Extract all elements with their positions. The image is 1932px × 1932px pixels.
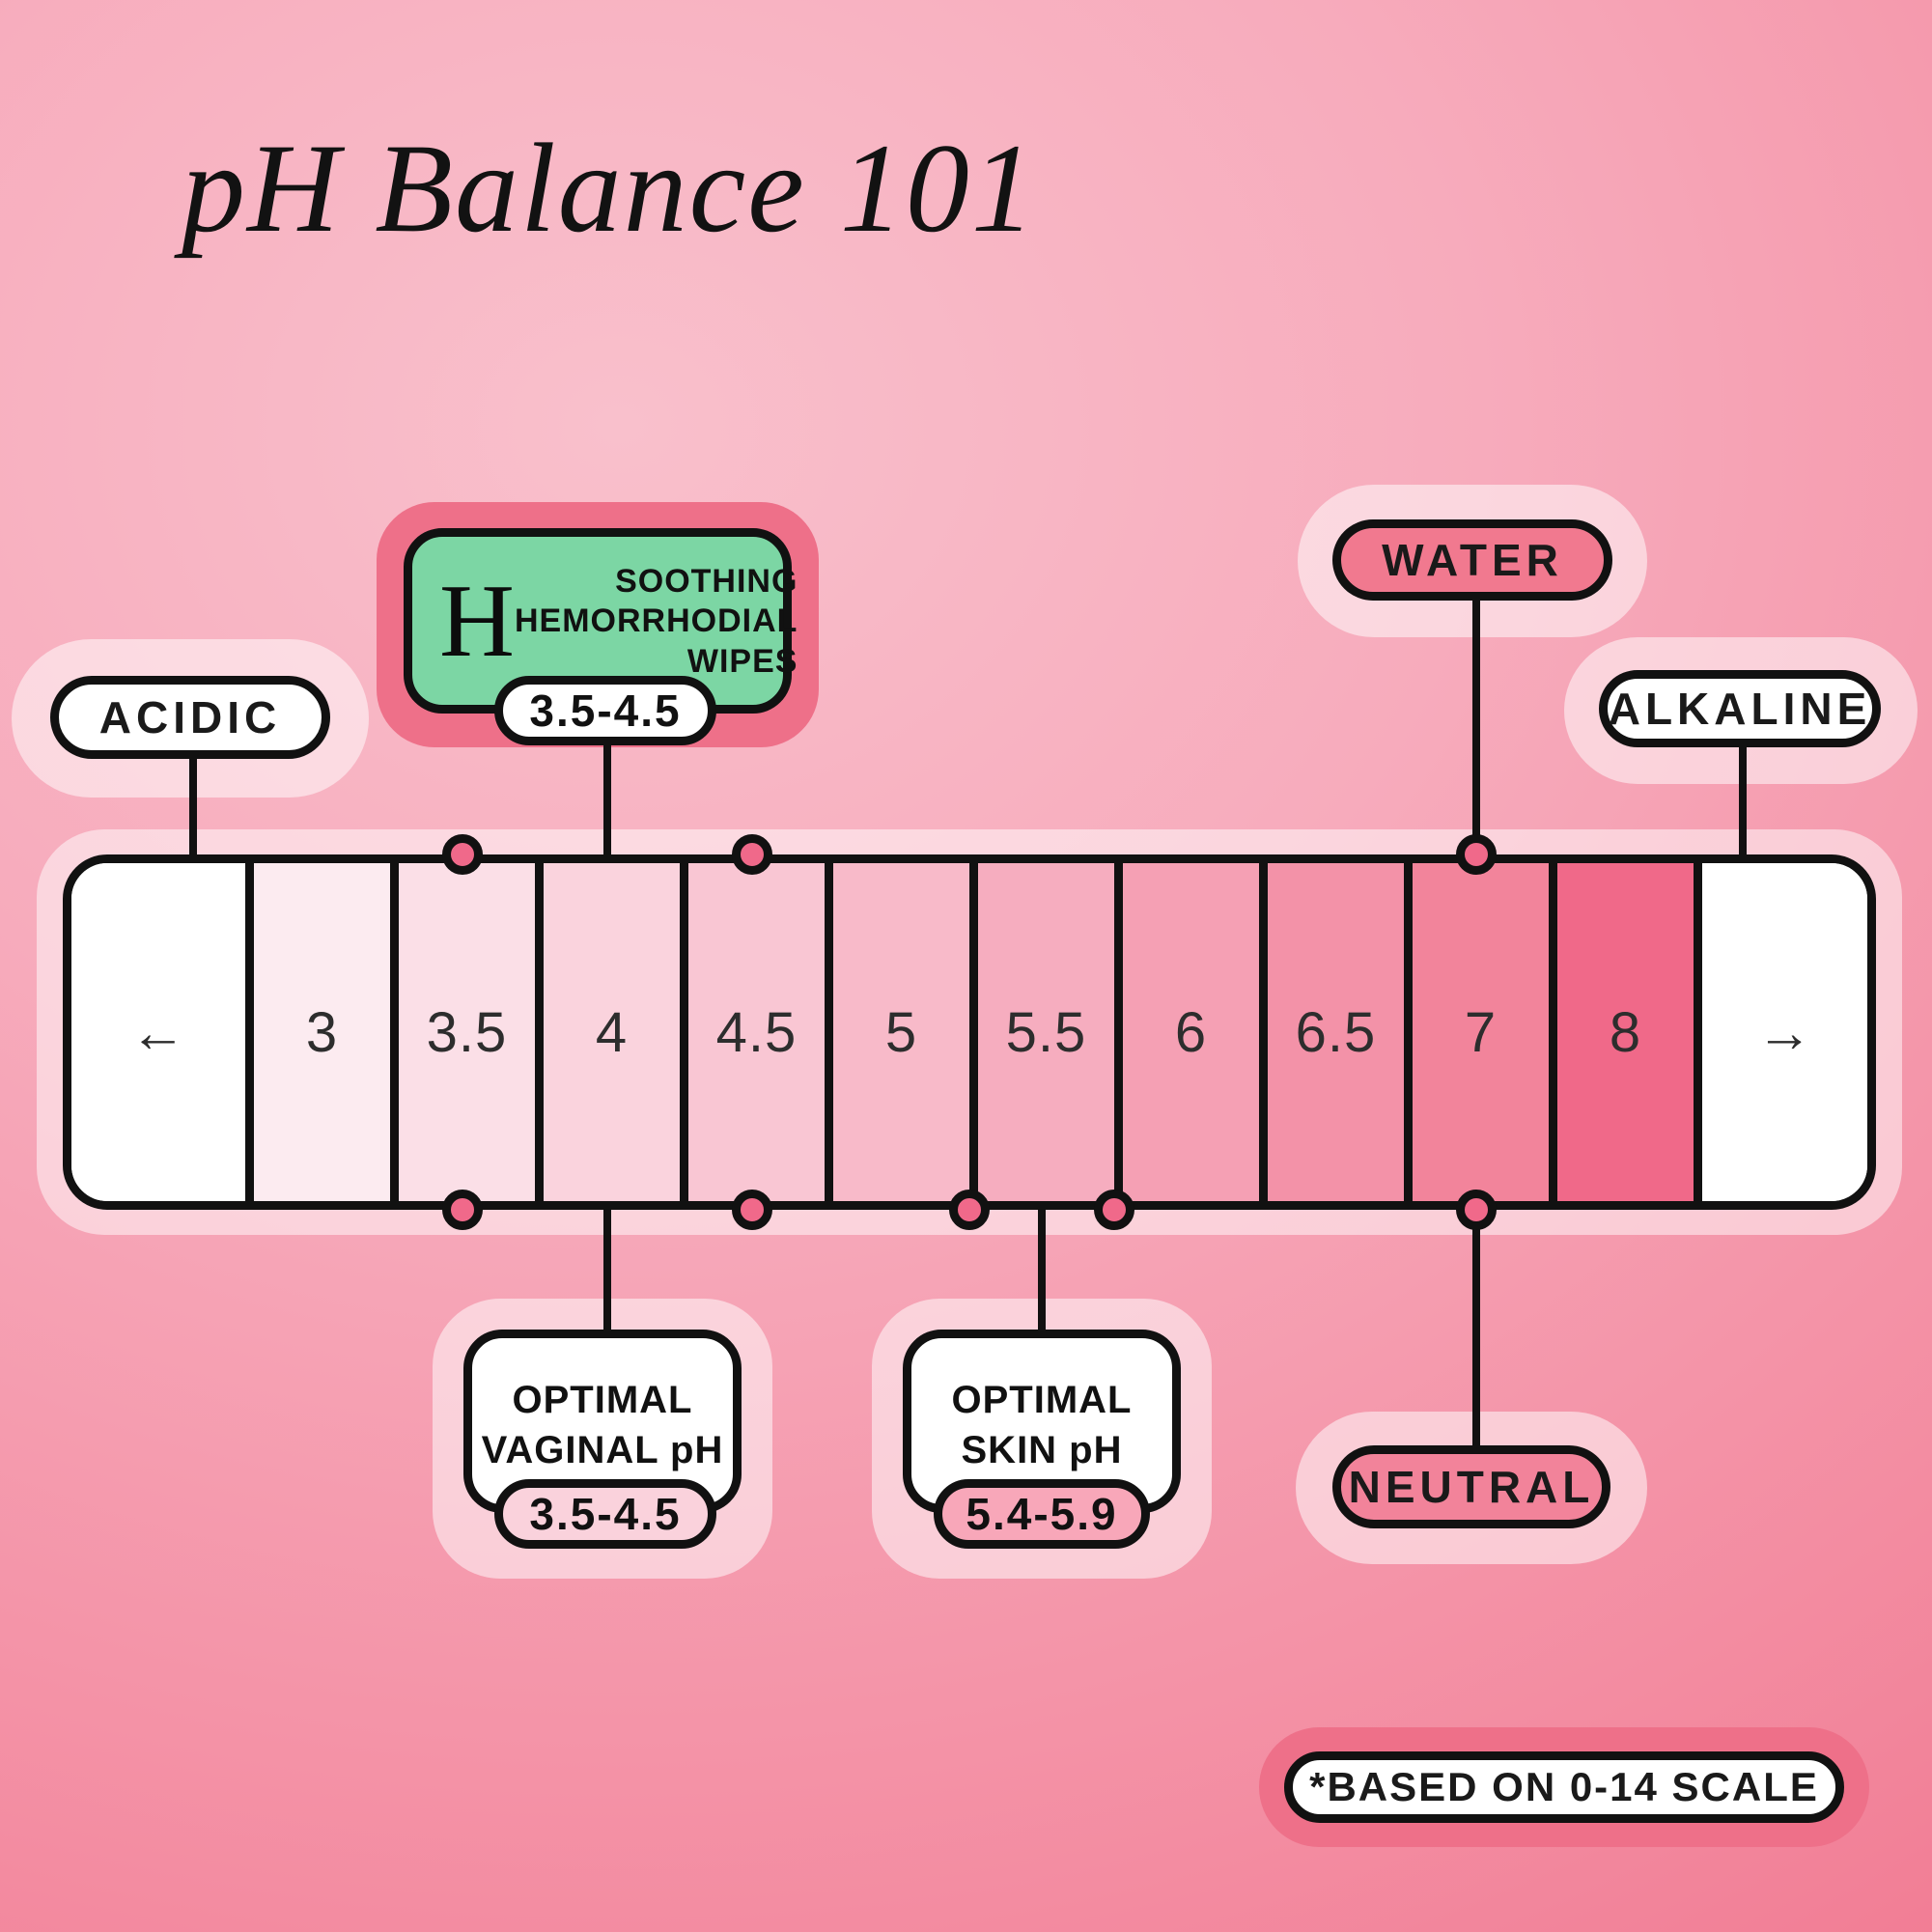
range-dot	[732, 1190, 772, 1230]
skin-range-pill: 5.4-5.9	[934, 1479, 1150, 1549]
range-dot	[949, 1190, 990, 1230]
footnote-pill: *BASED ON 0-14 SCALE	[1284, 1751, 1844, 1823]
ph-segment-label: 6	[1174, 1000, 1208, 1064]
vaginal-range: 3.5-4.5	[529, 1489, 682, 1539]
ph-segment-6-5: 6.5	[1259, 863, 1404, 1201]
product-name-line2: HEMORRHODIAL	[515, 602, 798, 640]
range-dot	[1456, 1190, 1497, 1230]
ph-segment-label: 4.5	[715, 1000, 798, 1064]
product-name: SOOTHING HEMORRHODIAL WIPES	[515, 537, 823, 682]
page-title: pH Balance 101	[182, 117, 1037, 259]
ph-segment-label: 3	[305, 1000, 339, 1064]
product-connector	[603, 732, 611, 862]
neutral-label: NEUTRAL	[1348, 1462, 1595, 1512]
left-arrow-icon: ←	[129, 1000, 187, 1064]
range-dot	[442, 1190, 483, 1230]
ph-segment-label: 5.5	[1005, 1000, 1087, 1064]
acidic-label-pill: ACIDIC	[50, 676, 330, 759]
neutral-label-pill: NEUTRAL	[1332, 1445, 1610, 1528]
ph-segment-label: 7	[1464, 1000, 1498, 1064]
product-range: 3.5-4.5	[529, 686, 682, 736]
water-label: WATER	[1382, 535, 1563, 585]
ph-segment-3: 3	[245, 863, 390, 1201]
product-name-line3: WIPES	[686, 642, 798, 680]
ph-segment-label: 3.5	[426, 1000, 508, 1064]
range-dot	[1456, 834, 1497, 875]
vaginal-range-pill: 3.5-4.5	[494, 1479, 716, 1549]
alkaline-label-pill: ALKALINE	[1599, 670, 1881, 747]
skin-ph-line2: SKIN pH	[961, 1429, 1123, 1471]
product-range-pill: 3.5-4.5	[494, 676, 716, 745]
vaginal-ph-text: OPTIMAL VAGINAL pH	[472, 1375, 733, 1475]
ph-segment-5: 5	[825, 863, 969, 1201]
vaginal-connector	[603, 1206, 611, 1339]
skin-ph-text: OPTIMAL SKIN pH	[911, 1375, 1172, 1475]
range-dot	[1094, 1190, 1134, 1230]
acidic-connector	[189, 751, 197, 862]
range-dot	[732, 834, 772, 875]
ph-segment-8: 8	[1549, 863, 1694, 1201]
vaginal-ph-line2: VAGINAL pH	[481, 1429, 724, 1471]
product-name-line1: SOOTHING	[615, 563, 798, 600]
neutral-connector	[1472, 1206, 1480, 1455]
skin-connector	[1038, 1206, 1046, 1339]
acidic-label: ACIDIC	[98, 692, 282, 742]
ph-segment-4: 4	[535, 863, 680, 1201]
ph-segment-5-5: 5.5	[969, 863, 1114, 1201]
ph-segment-label: 8	[1609, 1000, 1642, 1064]
ph-segment-4-5: 4.5	[680, 863, 825, 1201]
ph-segment-6: 6	[1114, 863, 1259, 1201]
vaginal-ph-line1: OPTIMAL	[512, 1379, 693, 1421]
footnote-text: *BASED ON 0-14 SCALE	[1309, 1764, 1819, 1809]
water-label-pill: WATER	[1332, 519, 1612, 601]
ph-segment-7: 7	[1404, 863, 1549, 1201]
water-connector	[1472, 593, 1480, 862]
scale-left-cap: ←	[71, 863, 245, 1201]
ph-segment-label: 6.5	[1295, 1000, 1377, 1064]
ph-scale-bar: ← 3 3.5 4 4.5 5 5.5 6 6.5 7 8 →	[63, 854, 1876, 1210]
skin-range: 5.4-5.9	[966, 1489, 1118, 1539]
skin-ph-line1: OPTIMAL	[951, 1379, 1133, 1421]
scale-right-cap: →	[1694, 863, 1867, 1201]
range-dot	[442, 834, 483, 875]
right-arrow-icon: →	[1756, 1000, 1813, 1064]
alkaline-connector	[1739, 738, 1747, 862]
ph-segment-3-5: 3.5	[390, 863, 535, 1201]
ph-segment-label: 5	[884, 1000, 918, 1064]
ph-segment-label: 4	[595, 1000, 629, 1064]
brand-mark: H	[439, 564, 515, 679]
alkaline-label: ALKALINE	[1608, 684, 1872, 734]
